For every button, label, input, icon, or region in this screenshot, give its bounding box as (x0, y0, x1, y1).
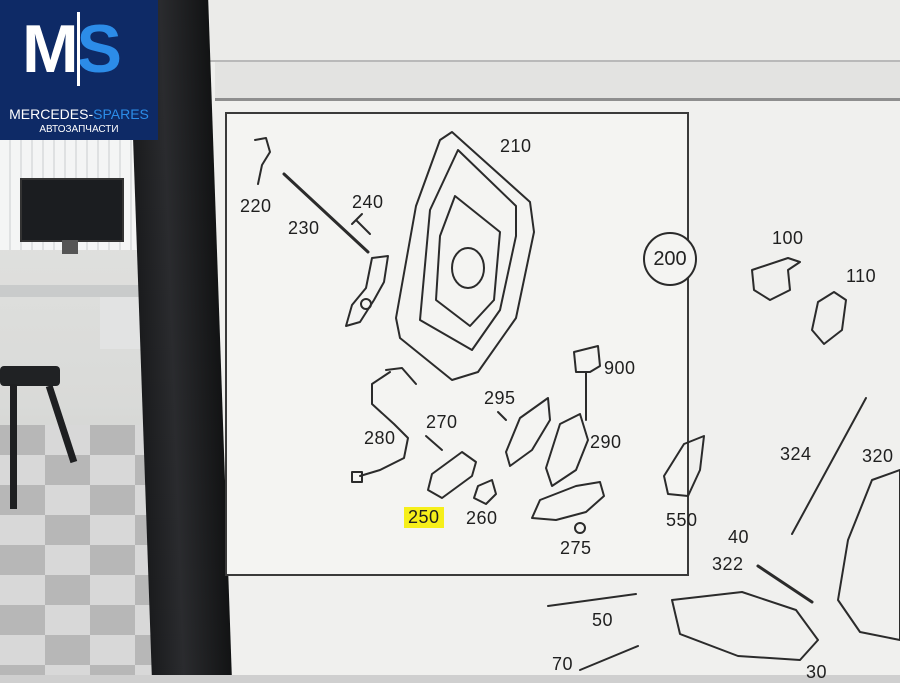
part-100 (751, 257, 801, 301)
logo-initial-s: S (76, 11, 122, 87)
part-label-110: 110 (846, 266, 877, 286)
part-220-lever (254, 137, 271, 185)
part-label-900: 900 (604, 358, 636, 378)
screen-header-area (210, 0, 900, 62)
part-70-line (579, 645, 639, 671)
part-label-270: 270 (426, 412, 458, 432)
logo-initials: MS (22, 10, 122, 88)
part-260 (473, 479, 497, 505)
part-50-line (547, 593, 637, 607)
part-320-seat (837, 469, 900, 641)
logo-divider (77, 12, 80, 86)
part-250-motor (427, 451, 477, 499)
part-label-260: 260 (466, 508, 498, 528)
part-label-275: 275 (560, 538, 592, 558)
part-322-rod (756, 564, 814, 604)
part-cushion (671, 591, 819, 661)
part-240-screw (351, 213, 371, 235)
part-label-30: 30 (806, 662, 828, 682)
part-bracket (345, 255, 389, 327)
part-290-motor (545, 413, 589, 487)
part-label-295: 295 (484, 388, 516, 408)
part-label-550: 550 (666, 510, 698, 530)
part-label-320: 320 (862, 446, 894, 466)
part-110 (811, 291, 847, 345)
logo-initial-m: M (22, 11, 79, 87)
part-label-230: 230 (288, 218, 320, 238)
part-label-290: 290 (590, 432, 622, 452)
part-label-220: 220 (240, 196, 272, 216)
part-label-100: 100 (772, 228, 804, 248)
part-label-280: 280 (364, 428, 396, 448)
part-label-322: 322 (712, 554, 744, 574)
mercedes-spares-logo: MS MERCEDES-SPARES АВТОЗАПЧАСТИ (0, 0, 158, 140)
part-label-50: 50 (592, 610, 614, 630)
part-label-324: 324 (780, 444, 812, 464)
part-280-cable (359, 367, 417, 477)
logo-name-part1: MERCEDES- (9, 106, 94, 122)
logo-name: MERCEDES-SPARES (0, 106, 158, 122)
part-900 (573, 345, 601, 373)
part-210-frame (395, 131, 535, 381)
callout-circle: 200 (643, 232, 697, 286)
part-230-rod (282, 172, 370, 254)
background-monitor-stand (62, 240, 78, 254)
part-270-pin (425, 435, 443, 451)
part-label-70: 70 (552, 654, 574, 674)
part-295-screw (497, 411, 507, 421)
part-275-bracket (531, 481, 605, 521)
part-label-210: 210 (500, 136, 532, 156)
desk (0, 285, 150, 297)
part-324-line (791, 397, 867, 535)
part-bracket-middle (505, 397, 551, 467)
chair-seat (0, 366, 60, 386)
part-550 (663, 435, 705, 497)
logo-name-part2: SPARES (93, 106, 149, 122)
part-label-40: 40 (728, 527, 750, 547)
part-label-240: 240 (352, 192, 384, 212)
screen-toolbar-band (215, 62, 900, 101)
logo-subtitle: АВТОЗАПЧАСТИ (39, 124, 119, 135)
part-label-250-highlighted: 250 (404, 507, 444, 528)
chair-leg (10, 384, 17, 509)
